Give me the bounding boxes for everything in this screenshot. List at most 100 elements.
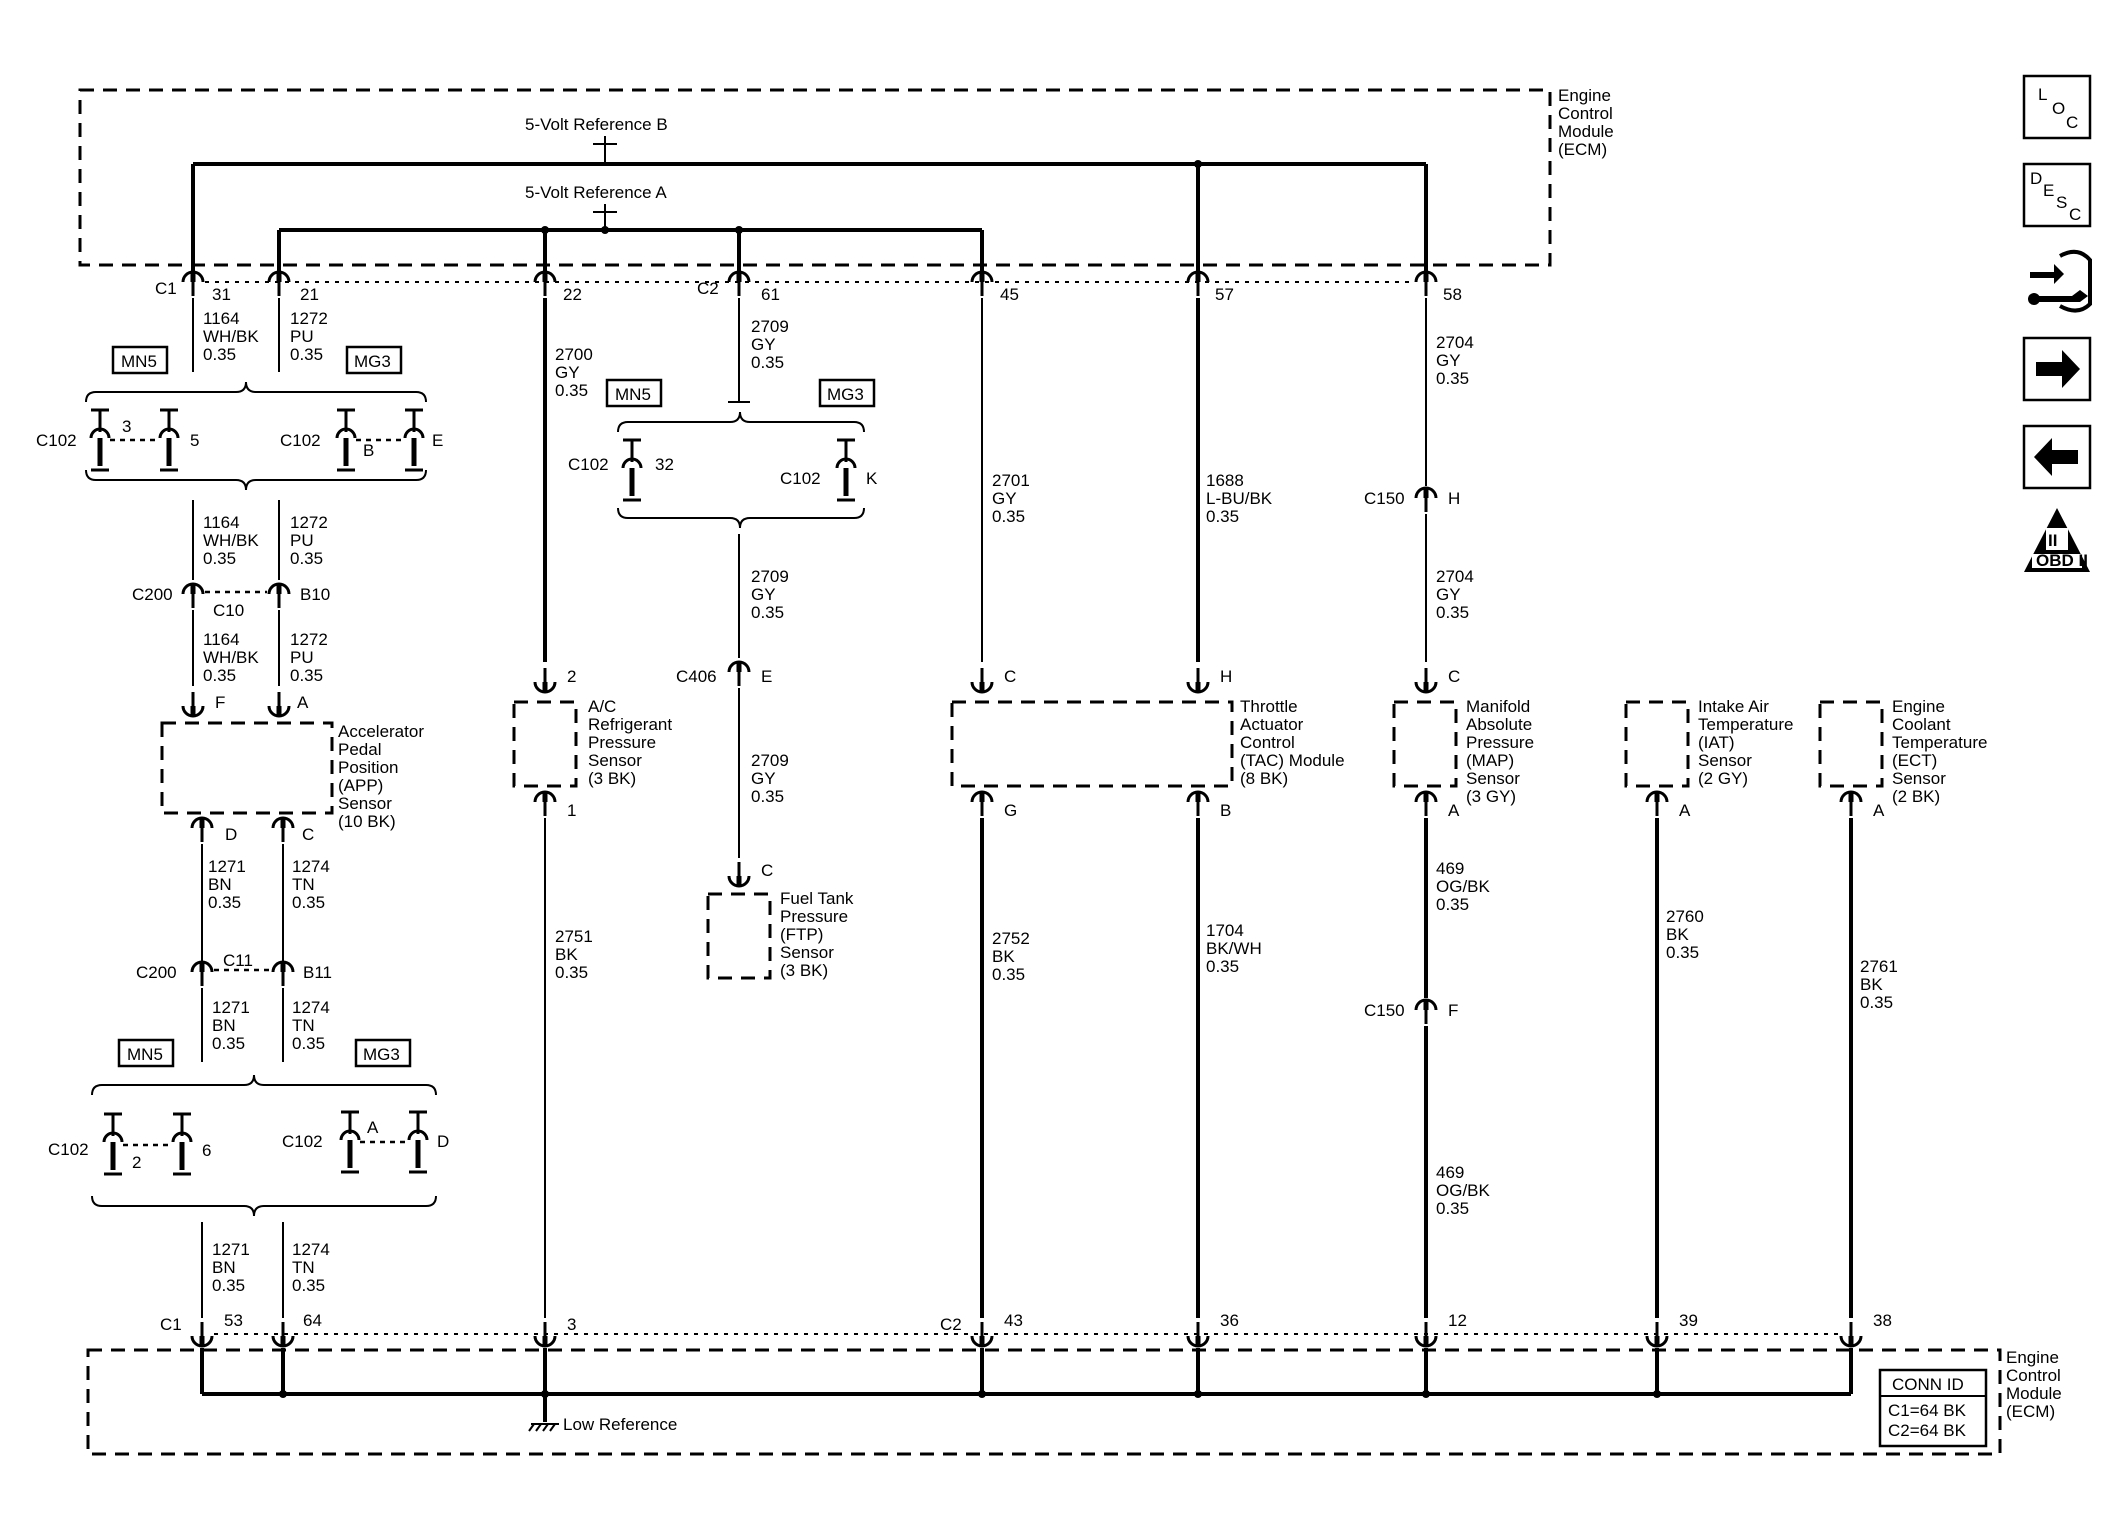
svg-text:PU: PU xyxy=(290,531,314,550)
svg-text:GY: GY xyxy=(751,335,776,354)
svg-text:GY: GY xyxy=(751,769,776,788)
wire-2709-label-1: 2709 GY 0.35 xyxy=(751,317,789,372)
svg-text:S: S xyxy=(2056,193,2067,212)
svg-text:(TAC) Module: (TAC) Module xyxy=(1240,751,1345,770)
pin-61-label: 61 xyxy=(761,285,780,304)
svg-text:0.35: 0.35 xyxy=(1666,943,1699,962)
option-mn5-mid xyxy=(605,378,663,408)
svg-text:2709: 2709 xyxy=(751,567,789,586)
c150-upper-label: C150 xyxy=(1364,489,1405,508)
svg-text:1164: 1164 xyxy=(203,309,240,328)
svg-text:0.35: 0.35 xyxy=(555,963,588,982)
next-arrow-icon[interactable] xyxy=(2022,336,2092,402)
svg-text:(APP): (APP) xyxy=(338,776,383,795)
iat-pin-A xyxy=(1647,792,1667,816)
pin-31-label: 31 xyxy=(212,285,231,304)
wire-1271-label-3: 1271 BN 0.35 xyxy=(212,1240,250,1295)
c102-pin-D xyxy=(409,1112,427,1172)
iat-pin-A-label: A xyxy=(1679,801,1691,820)
svg-text:Control: Control xyxy=(1558,104,1613,123)
c102-pin-A-label: A xyxy=(367,1118,379,1137)
obd-ii-icon[interactable]: II OBD II xyxy=(2024,508,2090,572)
option-mn5-upper-text: MN5 xyxy=(121,352,157,371)
wire-1271-label-2: 1271 BN 0.35 xyxy=(212,998,250,1053)
c200-pin-B10 xyxy=(269,584,289,608)
svg-text:1272: 1272 xyxy=(290,513,328,532)
svg-text:1272: 1272 xyxy=(290,309,328,328)
tac-pin-B-label: B xyxy=(1220,801,1231,820)
svg-text:(IAT): (IAT) xyxy=(1698,733,1735,752)
ac-sensor-label: A/C Refrigerant Pressure Sensor (3 BK) xyxy=(588,697,672,788)
c102-pin-A xyxy=(341,1112,359,1172)
tac-pin-H-label: H xyxy=(1220,667,1232,686)
c2-bottom-label: C2 xyxy=(940,1315,962,1334)
diagnostic-wrench-icon[interactable] xyxy=(2028,249,2092,313)
svg-text:(2 BK): (2 BK) xyxy=(1892,787,1940,806)
svg-text:469: 469 xyxy=(1436,1163,1464,1182)
svg-text:D: D xyxy=(2030,169,2042,188)
c102-pin-2-label: 2 xyxy=(132,1153,141,1172)
svg-text:Refrigerant: Refrigerant xyxy=(588,715,672,734)
ground-icon xyxy=(528,1423,559,1432)
pin-38-label: 38 xyxy=(1873,1311,1892,1330)
pin-12 xyxy=(1416,1322,1436,1346)
svg-text:OG/BK: OG/BK xyxy=(1436,877,1491,896)
pin-43-label: 43 xyxy=(1004,1311,1023,1330)
back-arrow-icon[interactable] xyxy=(2022,424,2092,490)
low-reference-label: Low Reference xyxy=(563,1415,677,1434)
svg-text:0.35: 0.35 xyxy=(751,787,784,806)
conn-id-table: CONN ID C1=64 BK C2=64 BK xyxy=(1878,1368,1988,1448)
option-mn5-mid-text: MN5 xyxy=(615,385,651,404)
svg-text:Accelerator: Accelerator xyxy=(338,722,424,741)
tac-pin-G-label: G xyxy=(1004,801,1017,820)
svg-text:2709: 2709 xyxy=(751,751,789,770)
loc-icon[interactable]: L O C xyxy=(2022,74,2092,140)
svg-text:(ECT): (ECT) xyxy=(1892,751,1937,770)
svg-text:BK: BK xyxy=(992,947,1015,966)
c102-lower-left-label: C102 xyxy=(48,1140,89,1159)
wire-469-label-1: 469 OG/BK 0.35 xyxy=(1436,859,1491,914)
desc-icon[interactable]: D E S C xyxy=(2022,162,2092,228)
pin-22 xyxy=(535,272,555,296)
c1-top-label: C1 xyxy=(155,279,177,298)
svg-text:Absolute: Absolute xyxy=(1466,715,1532,734)
c102-pin-32-label: 32 xyxy=(655,455,674,474)
option-mg3-lower xyxy=(354,1038,412,1068)
svg-text:Module: Module xyxy=(2006,1384,2062,1403)
tac-pin-H xyxy=(1188,668,1208,692)
svg-text:0.35: 0.35 xyxy=(1206,507,1239,526)
option-mg3-upper-text: MG3 xyxy=(354,352,391,371)
app-sensor-label: Accelerator Pedal Position (APP) Sensor … xyxy=(338,722,424,831)
wire-1271-label-1: 1271 BN 0.35 xyxy=(208,857,246,912)
wire-469-label-2: 469 OG/BK 0.35 xyxy=(1436,1163,1491,1218)
svg-text:1271: 1271 xyxy=(208,857,246,876)
pin-3-label: 3 xyxy=(567,1315,576,1334)
svg-text:PU: PU xyxy=(290,648,314,667)
svg-text:GY: GY xyxy=(1436,351,1461,370)
pin-36-label: 36 xyxy=(1220,1311,1239,1330)
c102-pin-3 xyxy=(91,410,109,470)
c200-pin-B11 xyxy=(273,962,293,986)
svg-text:469: 469 xyxy=(1436,859,1464,878)
wire-1272-label-1: 1272 PU 0.35 xyxy=(290,309,328,364)
app-pin-F xyxy=(183,692,203,716)
c200-pin-C10 xyxy=(183,584,203,608)
svg-text:0.35: 0.35 xyxy=(751,353,784,372)
svg-text:WH/BK: WH/BK xyxy=(203,531,259,550)
ref-a-label: 5-Volt Reference A xyxy=(525,183,667,202)
ect-sensor-label: Engine Coolant Temperature (ECT) Sensor … xyxy=(1892,697,1987,806)
ect-sensor-box xyxy=(1818,700,1884,788)
svg-text:0.35: 0.35 xyxy=(992,507,1025,526)
svg-text:Fuel Tank: Fuel Tank xyxy=(780,889,854,908)
c200-pin-C11 xyxy=(192,962,212,986)
svg-text:O: O xyxy=(2052,99,2065,118)
svg-text:2704: 2704 xyxy=(1436,567,1474,586)
svg-text:C2=64 BK: C2=64 BK xyxy=(1888,1421,1967,1440)
c102-lower-right-label: C102 xyxy=(282,1132,323,1151)
ftp-sensor-label: Fuel Tank Pressure (FTP) Sensor (3 BK) xyxy=(780,889,854,980)
ac-sensor-box xyxy=(512,700,578,788)
svg-text:BK: BK xyxy=(1860,975,1883,994)
wire-1164-label-1: 1164 WH/BK 0.35 xyxy=(203,309,259,364)
svg-text:(ECM): (ECM) xyxy=(2006,1402,2055,1421)
